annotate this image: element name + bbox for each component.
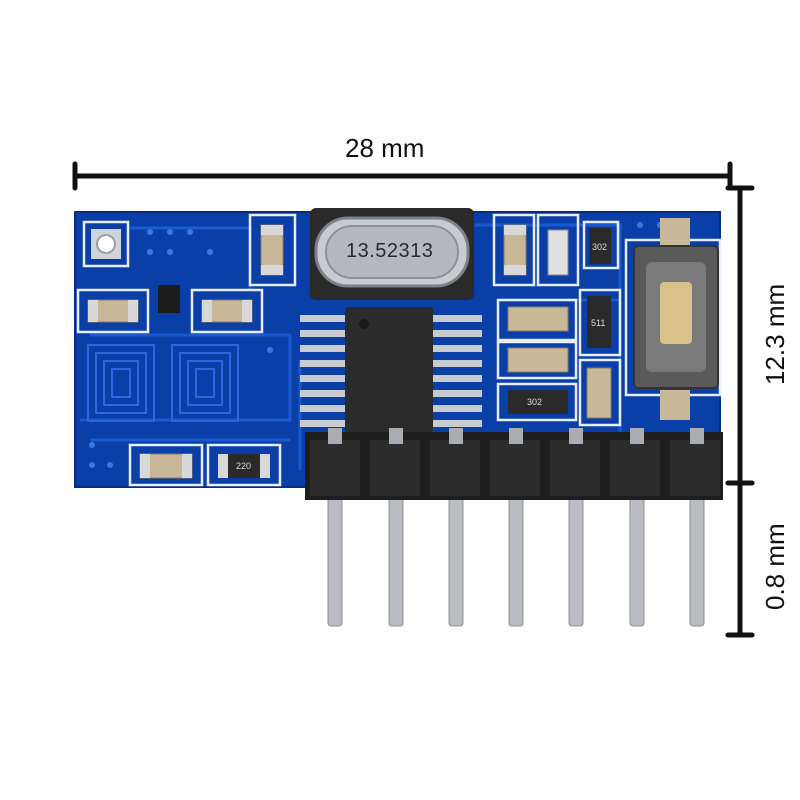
resistor-label: 511: [591, 318, 606, 328]
crystal-oscillator: [310, 208, 474, 300]
resistor-label: 220: [236, 461, 252, 471]
ic-chip: [300, 307, 482, 432]
antenna-pattern: [87, 344, 239, 422]
pin-length-label: 0.8 mm: [760, 523, 790, 610]
width-dimension-line: [72, 161, 733, 191]
height-label: 12.3 mm: [760, 283, 790, 385]
push-button: [633, 218, 719, 420]
smd-components: [87, 224, 612, 479]
resistor-label: 302: [592, 242, 608, 252]
resistor-label: 302: [527, 397, 543, 407]
height-dimension-line: [725, 185, 755, 638]
crystal-marking: 13.52313: [346, 240, 434, 262]
pin-header: [305, 428, 723, 500]
width-label: 28 mm: [345, 133, 425, 163]
